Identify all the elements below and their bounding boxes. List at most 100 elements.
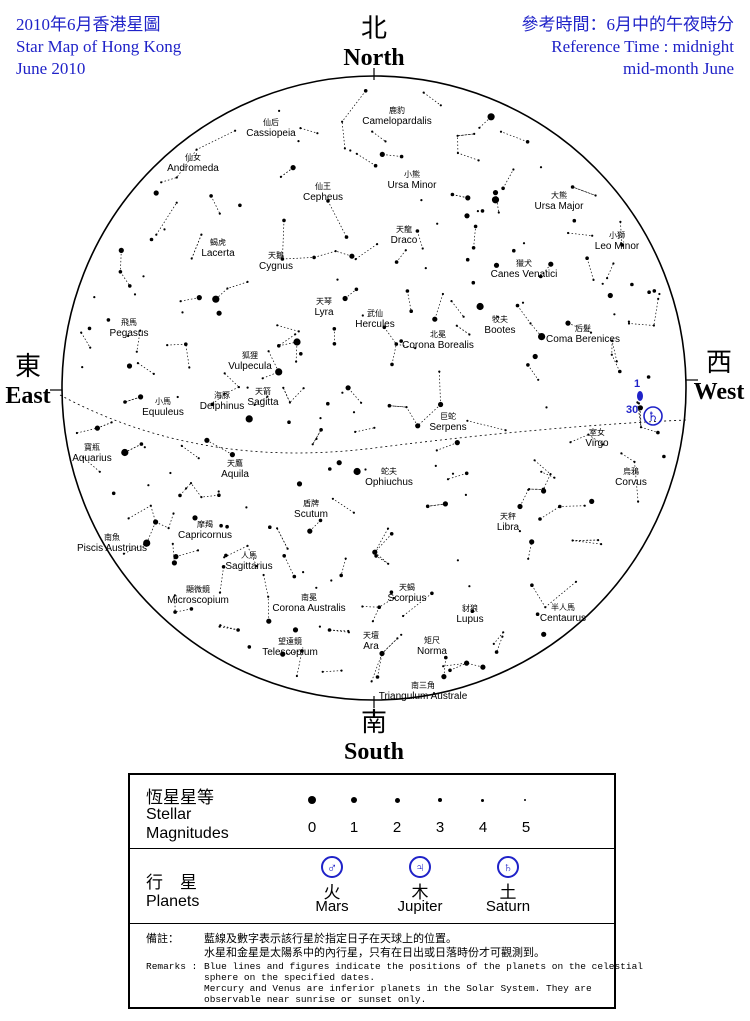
star (290, 165, 296, 171)
star (176, 395, 179, 399)
remarks-cn-label: 備註： (146, 933, 179, 945)
constellation-stick-line (493, 632, 504, 645)
star (390, 362, 394, 367)
star (477, 159, 480, 162)
star (583, 504, 586, 507)
saturn-icon-ring (643, 406, 663, 426)
constellation-name-cn: 天鷹 (227, 458, 243, 468)
constellation-stick-line (206, 439, 233, 455)
star (633, 460, 636, 463)
constellation-stick-line (283, 555, 295, 577)
constellation-name-en: Cygnus (259, 261, 293, 272)
magnitude-5-label: 5 (521, 819, 531, 836)
constellation-name-cn: 豺狼 (462, 603, 478, 613)
star (267, 595, 270, 598)
mars-cn: 火 (323, 883, 341, 902)
constellation-name-en: Ursa Minor (388, 180, 438, 191)
star (143, 446, 146, 449)
constellation-stick-line (181, 445, 199, 459)
constellation-name-en: Ophiuchus (365, 477, 413, 488)
constellation-stick-line (191, 234, 202, 259)
constellation-stick-line (621, 453, 635, 463)
star (280, 257, 285, 261)
star (318, 518, 323, 523)
star (343, 147, 346, 150)
constellation-stick-line (137, 362, 154, 375)
constellation-stick-line (500, 131, 528, 143)
direction-east: 東 East (0, 352, 56, 410)
star (163, 228, 166, 231)
star (87, 326, 92, 331)
star (219, 523, 223, 528)
star (464, 660, 470, 666)
constellation-name-cn: 仙王 (315, 181, 331, 191)
star (98, 470, 101, 473)
star (319, 417, 322, 420)
remarks-en-line-3: Mercury and Venus are inferior planets i… (204, 983, 592, 994)
star (315, 437, 318, 440)
constellation-stick-line (268, 351, 280, 373)
constellation-name-cn: 天琴 (316, 297, 332, 306)
constellation-stick-line (168, 513, 174, 529)
constellation-stick-line (606, 263, 614, 279)
constellation-stick-line (267, 596, 270, 622)
star (389, 590, 394, 594)
constellation-stick-line (438, 371, 441, 405)
direction-north: 北 North (330, 14, 418, 72)
constellation-stick-line (653, 298, 659, 326)
constellation-stick-line (406, 406, 419, 426)
constellation-stick-line (427, 503, 446, 507)
constellation-stick-line (466, 662, 483, 668)
constellation-name-en: Delphinus (200, 401, 244, 412)
constellation-name-en: Ara (363, 641, 379, 652)
star (355, 152, 358, 155)
star (218, 212, 221, 215)
saturn-position-mark (637, 391, 643, 401)
constellation-name-en: Scutum (294, 509, 328, 520)
star (127, 334, 130, 338)
constellation-name-cn: 巨蛇 (440, 411, 456, 421)
constellation-name-cn: 大熊 (551, 190, 567, 200)
star (278, 109, 281, 112)
map-title-block: 2010年6月香港星圖 Star Map of Hong Kong June 2… (16, 14, 181, 80)
star (468, 333, 471, 336)
star (344, 235, 349, 239)
constellation-name-cn: 天鵝 (268, 250, 284, 260)
constellation-name-en: Cepheus (303, 192, 343, 203)
star (537, 378, 540, 381)
constellation-stick-line (220, 624, 239, 631)
star (374, 554, 378, 558)
star (360, 401, 363, 404)
constellation-stick-line (224, 545, 248, 558)
star (223, 392, 226, 395)
constellation-stick-line (196, 130, 236, 150)
constellation-stick-line (161, 177, 177, 183)
star (200, 496, 203, 499)
magnitude-4-label: 4 (478, 819, 488, 836)
star (149, 504, 152, 507)
star (585, 256, 589, 261)
star (342, 295, 348, 302)
star (294, 333, 297, 336)
constellation-stick-line (80, 332, 91, 348)
constellation-stick-line (456, 325, 470, 335)
constellation-name-en: Corvus (615, 477, 647, 488)
star (197, 457, 200, 460)
star (518, 530, 522, 533)
remarks-en-line-4: observable near sunrise or sunset only. (204, 994, 427, 1005)
star (589, 331, 593, 334)
star (282, 554, 287, 558)
star (456, 134, 459, 137)
constellation-name-cn: 蝎虎 (210, 237, 226, 247)
star (234, 129, 237, 132)
reference-time-chinese: 參考時間：6月中的午夜時分 (521, 15, 735, 34)
star (567, 231, 570, 235)
star (175, 201, 178, 204)
direction-east-cn: 東 (14, 352, 41, 381)
star (611, 339, 614, 342)
